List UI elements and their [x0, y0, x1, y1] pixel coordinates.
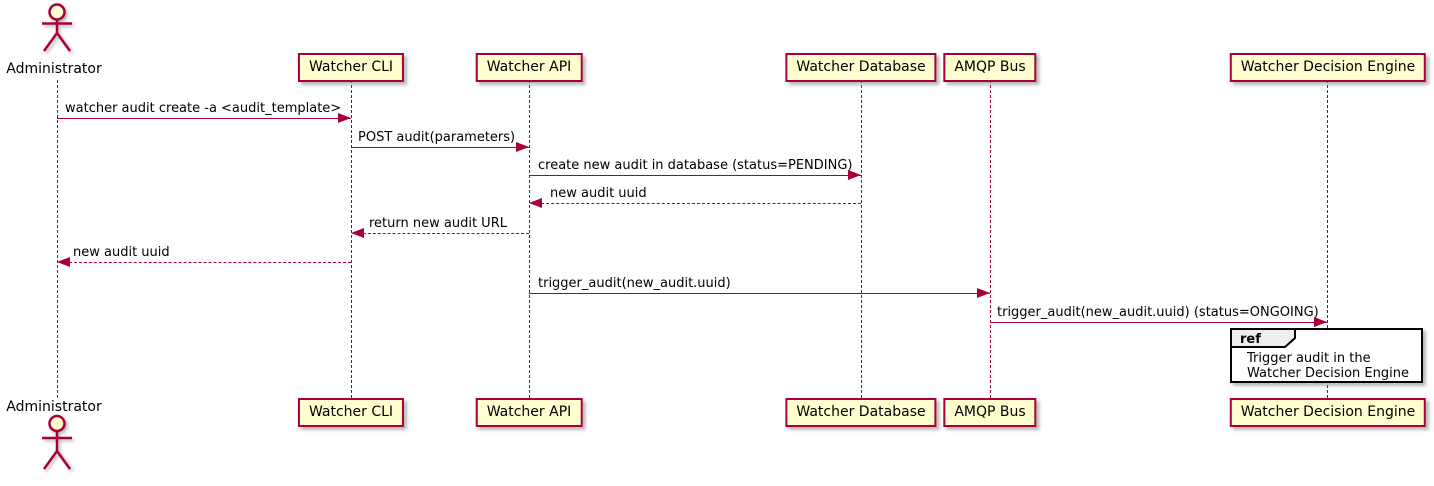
- lifeline-administrator: [57, 80, 58, 398]
- message-line: [353, 233, 529, 234]
- participant-amqp-bus-top: AMQP Bus: [943, 53, 1037, 82]
- actor-icon: [42, 414, 72, 470]
- lifeline-watcher-api: [529, 80, 530, 398]
- participant-watcher-database-bottom: Watcher Database: [785, 398, 937, 427]
- message-line: [529, 175, 861, 176]
- message-line: [59, 262, 351, 263]
- arrowhead-right-icon: [1314, 317, 1327, 327]
- message-line: [531, 203, 861, 204]
- ref-tag: ref: [1230, 328, 1296, 348]
- lifeline-watcher-database: [861, 80, 862, 398]
- message-label: watcher audit create -a <audit_template>: [65, 101, 342, 116]
- message-label: new audit uuid: [550, 186, 647, 201]
- lifeline-watcher-cli: [351, 80, 352, 398]
- arrowhead-right-icon: [338, 113, 351, 123]
- message-label: trigger_audit(new_audit.uuid): [538, 276, 731, 291]
- participant-watcher-api-top: Watcher API: [475, 53, 583, 82]
- ref-fragment: ref Trigger audit in the Watcher Decisio…: [1230, 328, 1423, 383]
- message-label: return new audit URL: [369, 216, 507, 231]
- message-label: trigger_audit(new_audit.uuid) (status=ON…: [997, 305, 1319, 320]
- participant-watcher-database-top: Watcher Database: [785, 53, 937, 82]
- participant-watcher-decision-engine-bottom: Watcher Decision Engine: [1229, 398, 1427, 427]
- ref-tag-label: ref: [1240, 332, 1261, 347]
- actor-icon: [42, 3, 72, 52]
- lifeline-watcher-decision-engine: [1327, 80, 1328, 398]
- message-label: create new audit in database (status=PEN…: [538, 158, 853, 173]
- arrowhead-right-icon: [977, 288, 990, 298]
- actor-label-bottom: Administrator: [6, 399, 102, 415]
- arrowhead-right-icon: [516, 142, 529, 152]
- participant-amqp-bus-bottom: AMQP Bus: [943, 398, 1037, 427]
- participant-watcher-api-bottom: Watcher API: [475, 398, 583, 427]
- ref-text-line-2: Watcher Decision Engine: [1247, 366, 1409, 381]
- message-line: [529, 293, 990, 294]
- message-line: [990, 322, 1327, 323]
- arrowhead-left-icon: [529, 198, 542, 208]
- message-line: [57, 118, 351, 119]
- message-line: [351, 147, 529, 148]
- actor-label-top: Administrator: [6, 61, 102, 77]
- lifeline-amqp-bus: [990, 80, 991, 398]
- ref-text-line-1: Trigger audit in the: [1247, 351, 1371, 366]
- participant-watcher-cli-top: Watcher CLI: [297, 53, 405, 82]
- participant-watcher-cli-bottom: Watcher CLI: [297, 398, 405, 427]
- participant-watcher-decision-engine-top: Watcher Decision Engine: [1229, 53, 1427, 82]
- message-label: POST audit(parameters): [358, 130, 516, 145]
- arrowhead-left-icon: [57, 257, 70, 267]
- arrowhead-left-icon: [351, 228, 364, 238]
- arrowhead-right-icon: [848, 170, 861, 180]
- message-label: new audit uuid: [73, 245, 170, 260]
